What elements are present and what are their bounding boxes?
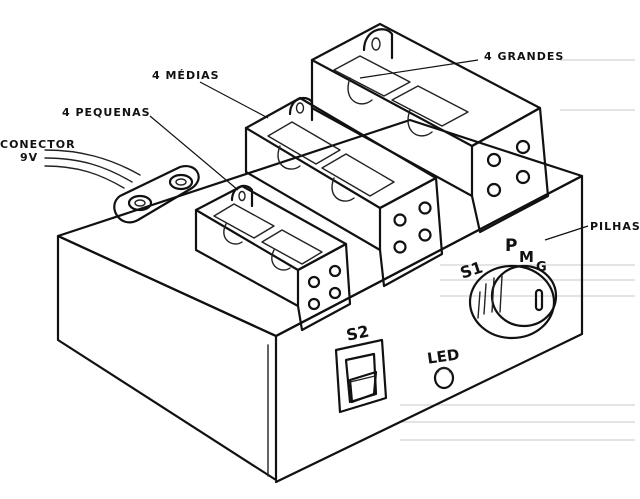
enclosure-box [56,118,584,484]
rotary-selector-s1[interactable] [468,264,558,340]
holder-small [194,184,352,332]
label-4-grandes: 4 GRANDES [484,50,564,63]
rocker-switch-s2[interactable] [334,338,388,414]
label-4-medias: 4 MÉDIAS [152,69,220,82]
label-selector-m: M [519,248,534,266]
label-conector: CONECTOR [0,138,76,151]
label-pilhas: PILHAS [590,220,640,233]
holder-medium [244,96,444,288]
wires [44,149,141,189]
leader-lines [149,59,589,241]
holder-large [310,22,550,234]
label-selector-p: P [505,236,517,256]
led-indicator [433,366,455,390]
label-4-pequenas: 4 PEQUENAS [62,106,151,119]
label-9v: 9V [20,151,38,164]
connector-9v [113,164,200,224]
label-led: LED [426,345,460,367]
bleed-through-texture [400,59,635,441]
label-selector-g: G [536,260,547,275]
label-s2: S2 [345,322,371,345]
